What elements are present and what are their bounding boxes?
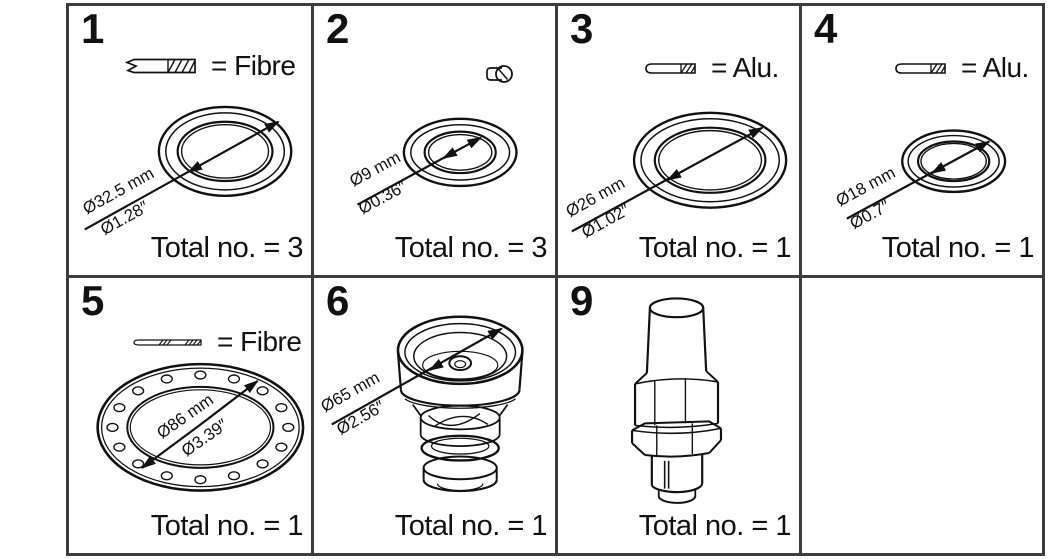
dimension-arrow	[84, 120, 280, 231]
gasket-drawing-2: Ø9 mm Ø0.36″	[346, 117, 518, 218]
dimension-label-mm: Ø18 mm	[833, 163, 899, 210]
valve-insert-drawing-6: Ø65 mm Ø2.56″	[317, 315, 524, 493]
material-legend: = Alu.	[645, 52, 779, 84]
gasket-drawing-1: Ø32.5 mm Ø1.28″	[80, 105, 293, 239]
dimension-arrow	[331, 327, 503, 426]
pin-icon	[486, 65, 513, 83]
material-legend: = Alu.	[895, 52, 1029, 84]
total-count-label: Total no. = 1	[881, 232, 1035, 264]
total-count-label: Total no. = 3	[394, 232, 548, 264]
material-legend	[485, 65, 515, 84]
total-count-label: Total no. = 1	[150, 510, 304, 542]
fibre-thin-cross-section-icon	[133, 338, 202, 346]
part-number: 1	[81, 6, 105, 52]
alu-cross-section-icon	[645, 62, 696, 74]
material-label: = Alu.	[961, 52, 1029, 83]
material-label: = Fibre	[211, 50, 296, 81]
cell-part-9: 9 Total no. = 1	[558, 278, 802, 553]
dimension-arrow	[356, 136, 483, 206]
cell-part-2: Ø9 mm Ø0.36″ 2 Total no. = 3	[314, 6, 558, 278]
gasket-drawing-4: Ø18 mm Ø0.7″	[833, 129, 1007, 233]
gasket-drawing-3: Ø26 mm Ø1.02″	[563, 111, 788, 242]
flange-gasket-drawing-5: Ø86 mm Ø3.39″	[96, 362, 305, 492]
part-number: 9	[570, 278, 594, 324]
cell-part-5: Ø86 mm Ø3.39″ 5 = Fibre Total no. = 1	[69, 278, 314, 553]
cell-part-1: Ø32.5 mm Ø1.28″ 1 = Fibre Total no. = 3	[69, 6, 314, 278]
material-legend: = Fibre	[133, 326, 302, 358]
total-count-label: Total no. = 1	[638, 232, 792, 264]
alu-cross-section-icon	[895, 62, 946, 74]
cell-part-6: Ø65 mm Ø2.56″ 6 Total no. = 1	[314, 278, 558, 553]
cell-empty	[802, 278, 1042, 553]
cell-part-4: Ø18 mm Ø0.7″ 4 = Alu. Total no. = 1	[802, 6, 1042, 278]
part-number: 4	[814, 6, 838, 52]
part-number: 2	[326, 6, 350, 52]
bolt-drawing-9	[630, 297, 723, 504]
total-count-label: Total no. = 1	[638, 510, 792, 542]
fibre-cross-section-icon	[125, 58, 196, 74]
part-number: 5	[81, 278, 105, 324]
material-label: = Fibre	[217, 326, 302, 357]
cell-part-3: Ø26 mm Ø1.02″ 3 = Alu. Total no. = 1	[558, 6, 802, 278]
part-number: 6	[326, 278, 350, 324]
dimension-arrow	[846, 140, 991, 220]
total-count-label: Total no. = 3	[150, 232, 304, 264]
part-number: 3	[570, 6, 594, 52]
material-legend: = Fibre	[125, 50, 296, 82]
dimension-arrow	[198, 380, 259, 427]
material-label: = Alu.	[711, 52, 779, 83]
spare-parts-grid: Ø32.5 mm Ø1.28″ 1 = Fibre Total no. = 3	[66, 3, 1045, 556]
total-count-label: Total no. = 1	[394, 510, 548, 542]
